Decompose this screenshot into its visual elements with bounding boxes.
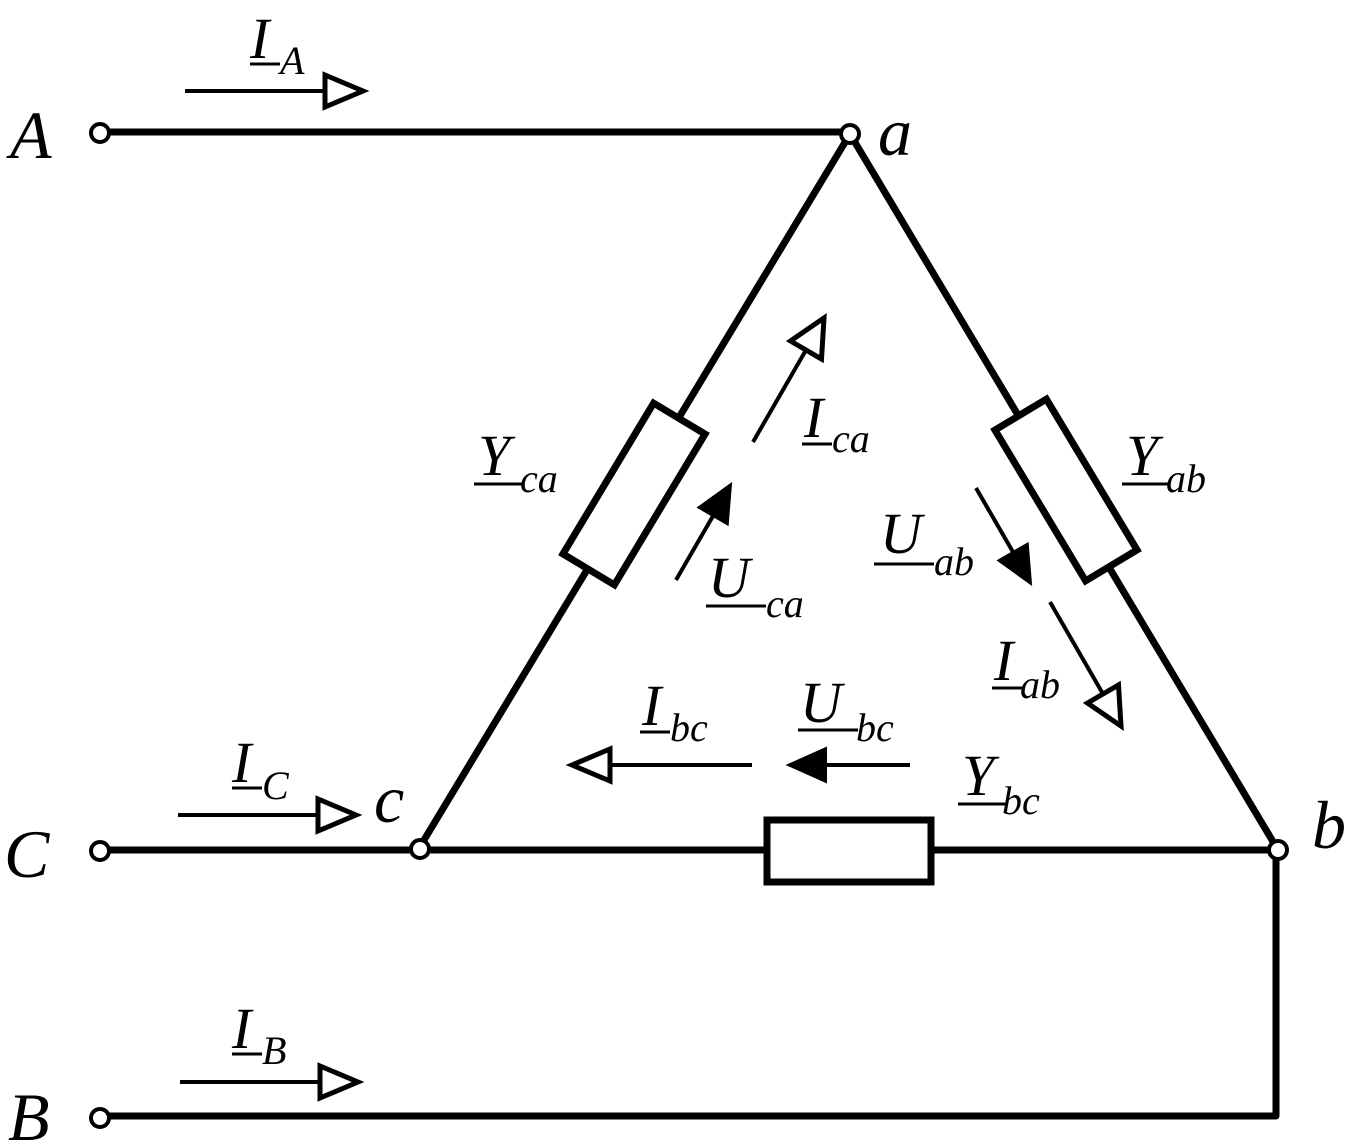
svg-text:I: I (993, 628, 1016, 693)
current-arrow-A (185, 71, 370, 111)
terminal-A (89, 122, 111, 144)
svg-text:U: U (880, 501, 926, 566)
label-U-ab: U ab (874, 501, 974, 584)
node-b (1267, 839, 1289, 861)
label-U-bc: U bc (798, 670, 894, 750)
current-arrow-B (180, 1062, 365, 1102)
svg-text:Y: Y (478, 423, 516, 488)
svg-text:ab: ab (934, 539, 974, 584)
label-U-ca: U ca (706, 545, 804, 626)
admittance-ca (558, 398, 710, 590)
current-arrow-ca (751, 313, 827, 443)
label-I-bc: I bc (640, 673, 708, 750)
svg-text:ab: ab (1166, 456, 1206, 501)
svg-text:Y: Y (962, 743, 1000, 808)
terminal-label-A: A (6, 97, 52, 173)
label-I-ab: I ab (992, 628, 1060, 707)
svg-text:U: U (800, 670, 846, 735)
voltage-arrow-ca (674, 481, 733, 582)
svg-text:B: B (262, 1028, 286, 1073)
svg-text:I: I (803, 385, 826, 450)
svg-text:C: C (262, 763, 290, 808)
terminal-label-C: C (4, 816, 50, 892)
current-arrow-ab (1048, 601, 1124, 731)
svg-text:bc: bc (670, 705, 708, 750)
svg-text:I: I (641, 673, 664, 738)
label-Y-ca: Y ca (474, 423, 558, 501)
svg-text:ca: ca (832, 416, 870, 461)
svg-text:bc: bc (1002, 778, 1040, 823)
node-a (839, 123, 861, 145)
label-I-A: I A (249, 6, 305, 83)
svg-text:I: I (249, 6, 272, 71)
label-Y-ab: Y ab (1122, 423, 1206, 501)
svg-text:bc: bc (856, 705, 894, 750)
voltage-arrow-bc (785, 746, 910, 784)
admittance-ab (990, 394, 1142, 586)
svg-text:I: I (231, 730, 254, 795)
terminal-B (89, 1107, 111, 1129)
node-label-b: b (1312, 787, 1346, 863)
label-Y-bc: Y bc (958, 743, 1040, 823)
line-B-to-b (96, 846, 1280, 1120)
terminal-label-B: B (8, 1079, 50, 1143)
label-I-ca: I ca (802, 385, 870, 461)
current-arrow-bc (565, 745, 752, 785)
svg-text:Y: Y (1126, 423, 1164, 488)
svg-text:ab: ab (1020, 662, 1060, 707)
svg-text:I: I (231, 996, 254, 1061)
node-label-a: a (878, 94, 912, 170)
svg-text:ca: ca (520, 456, 558, 501)
label-I-B: I B (231, 996, 286, 1073)
label-I-C: I C (231, 730, 290, 808)
svg-text:ca: ca (766, 581, 804, 626)
voltage-arrow-ab (974, 486, 1033, 587)
node-label-c: c (374, 761, 404, 837)
svg-text:A: A (277, 38, 305, 83)
node-c (409, 838, 431, 860)
admittance-bc (763, 816, 935, 886)
svg-text:U: U (708, 545, 754, 610)
terminal-C (89, 840, 111, 862)
current-arrow-C (178, 795, 363, 835)
